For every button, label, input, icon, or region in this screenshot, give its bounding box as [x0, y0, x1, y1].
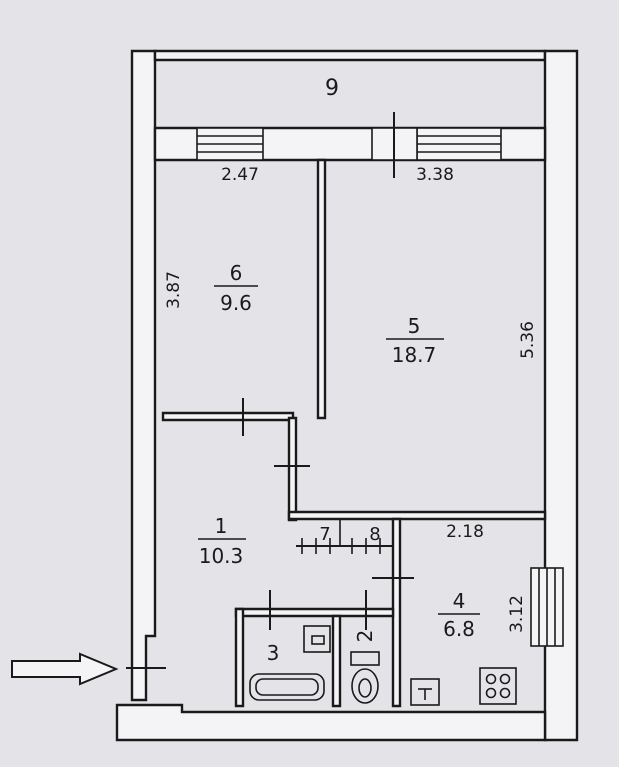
sink-icon	[303, 625, 331, 653]
table-icon	[410, 678, 440, 706]
bath-wc-wall	[331, 614, 342, 708]
balcony-door	[371, 112, 418, 178]
window-kitchen	[530, 567, 564, 647]
closet-strip	[296, 519, 393, 554]
kitchen-number: 4	[453, 589, 466, 613]
bath-left-wall	[234, 607, 245, 708]
arrow-right-icon	[11, 652, 119, 686]
toilet-icon	[350, 651, 380, 704]
balcony-wall-top	[153, 49, 547, 62]
bathtub-icon	[249, 673, 325, 701]
bath-top-wall	[234, 607, 395, 618]
closet8-number: 8	[369, 524, 380, 545]
wc-number: 2	[353, 630, 377, 643]
walls	[115, 49, 579, 742]
dim-living-width: 3.38	[416, 165, 454, 185]
outer-wall-bottom	[115, 703, 547, 742]
bedroom-living-wall	[316, 158, 327, 420]
bedroom-hall-wall	[161, 411, 295, 422]
bedroom-number: 6	[230, 261, 243, 285]
dim-kitchen-width: 2.18	[446, 522, 484, 542]
living-number: 5	[408, 314, 421, 338]
living-area: 18.7	[392, 343, 437, 367]
door-marks	[126, 398, 414, 683]
dim-living-depth: 5.36	[518, 321, 538, 359]
living-hall-wall	[287, 416, 298, 522]
window-bedroom	[196, 127, 264, 161]
bath-number: 3	[267, 641, 280, 665]
living-bottom-wall	[287, 510, 547, 521]
closet7-number: 7	[319, 524, 330, 545]
stove-icon	[479, 667, 517, 705]
bedroom-area: 9.6	[220, 291, 252, 315]
dim-kitchen-depth: 3.12	[507, 595, 527, 633]
balcony-number: 9	[325, 76, 339, 101]
dim-bedroom-width: 2.47	[221, 165, 259, 185]
hall-number: 1	[215, 514, 228, 538]
dim-bedroom-depth: 3.87	[164, 271, 184, 309]
kitchen-area: 6.8	[443, 617, 475, 641]
kitchen-left-wall	[391, 517, 402, 708]
hall-area: 10.3	[199, 544, 244, 568]
window-living	[416, 127, 502, 161]
outer-wall-left	[130, 49, 157, 702]
